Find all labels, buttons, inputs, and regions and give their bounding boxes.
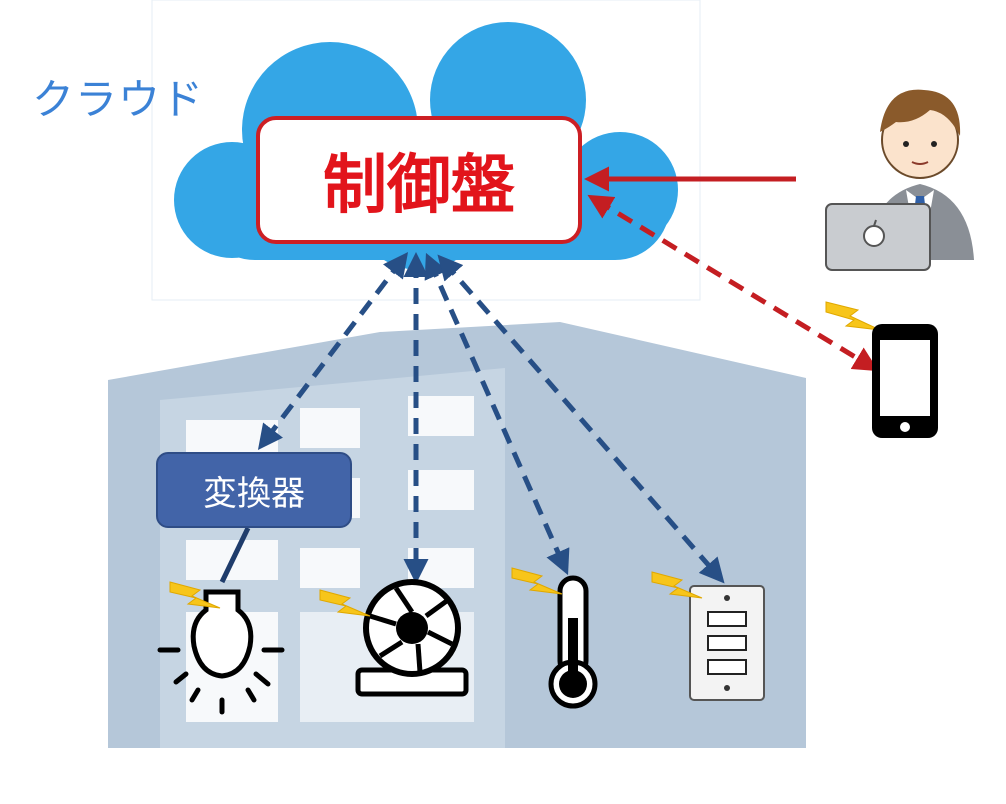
control-panel-box: 制御盤 bbox=[256, 116, 582, 244]
fan-icon bbox=[355, 579, 469, 697]
red-connection-arrows bbox=[584, 166, 879, 372]
converter-box: 変換器 bbox=[156, 452, 352, 528]
lightning-bolt-icon bbox=[169, 301, 881, 617]
cloud-label: クラウド bbox=[32, 75, 205, 124]
smartphone-icon bbox=[872, 324, 938, 438]
blue-connection-arrows bbox=[257, 252, 725, 584]
switch-panel-icon bbox=[689, 585, 765, 701]
person-with-laptop-icon bbox=[825, 89, 974, 271]
light-bulb-icon bbox=[157, 589, 285, 715]
thermometer-icon bbox=[548, 575, 598, 709]
converter-wire bbox=[219, 526, 251, 584]
